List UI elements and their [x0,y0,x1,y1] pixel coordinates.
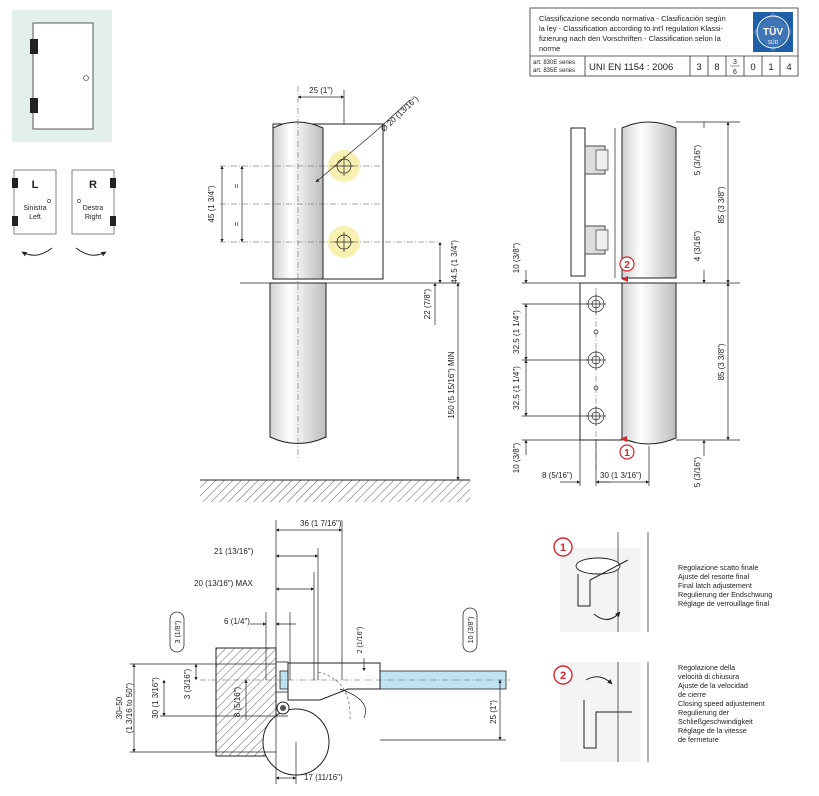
code-4: 6 [733,69,737,76]
closing-speed-7: Schließgeschwindigkeit [678,717,753,726]
right-letter: R [89,179,97,191]
dim-top-width: 25 (1") [309,86,333,95]
dim-p20: 20 (13/16") MAX [194,579,254,588]
orientation-right-icon: R Destra Right [71,169,116,257]
code-6: 1 [768,62,773,73]
closing-speed-1: Regolazione della [678,663,735,672]
dim-p8: 8 (5/16") [233,686,242,717]
dim-p25: 25 (1") [489,700,498,724]
tuv-sud-logo: TÜV SÜD [753,12,793,52]
dim-eq-1: = [232,183,241,188]
dim-r8: 8 (5/16") [542,471,573,480]
code-3: 3 [733,59,737,66]
final-latch-en: Final latch adjustement [678,581,752,590]
dim-p30-50a: 30÷50 [115,696,124,719]
plan-section: 36 (1 7/16") 21 (13/16") 20 (13/16") MAX… [115,519,510,784]
dim-eq-2: = [232,221,241,226]
rotation-arrow-left-icon [21,247,53,257]
closing-speed-3: Ajuste de la velocidad [678,681,748,690]
dim-diameter: Ø 20 (13/16") [379,94,420,133]
final-latch-it: Regolazione scatto finale [678,563,758,572]
adjustment-detail-final-latch: 1 Regolazione scatto finale Ajuste del r… [548,530,772,632]
detail-marker-2: 2 [560,670,566,682]
closing-speed-4: de cierre [678,690,706,699]
dim-r4: 4 (3/16") [693,230,702,261]
dim-22: 22 (7/8") [423,288,432,319]
orientation-left-icon: L Sinistra Left [12,169,57,257]
closing-speed-5: Closing speed adjustement [678,699,765,708]
detail-marker-1: 1 [560,542,566,554]
standard-label: UNI EN 1154 : 2006 [589,62,673,73]
dim-r85-top: 85 (3 3/8") [717,186,726,223]
dim-r5-top: 5 (3/16") [693,144,702,175]
dim-p10: 10 (3/8") [468,617,475,644]
classification-header-2: la ley - Classification according to int… [539,24,724,33]
svg-text:SÜD: SÜD [768,39,779,46]
adjustment-detail-closing-speed: 2 Regolazione della velocità di chiusura… [548,660,765,762]
code-2: 8 [714,62,719,73]
right-label-it: Destra [83,205,104,212]
dim-r10-bot: 10 (3/8") [512,442,521,473]
classification-header-3: fizierung nach den Vorschriften - Classi… [539,34,722,43]
dim-p30: 30 (1 3/16") [151,677,160,719]
left-letter: L [32,179,39,191]
closing-speed-9: de fermeture [678,735,719,744]
code-7: 4 [786,62,791,73]
dim-p3: 3 (1/8") [175,621,182,644]
final-latch-es: Ajuste del resorte final [678,572,750,581]
svg-text:TÜV: TÜV [763,25,783,38]
series-835e: art. 835E series [533,68,575,74]
code-1: 3 [696,62,701,73]
final-latch-de: Regulierung der Endschwung [678,590,772,599]
dim-44-5: 44.5 (1 3/4") [450,240,459,284]
dim-p36: 36 (1 7/16") [300,519,342,528]
dim-r32-b: 32.5 (1 1/4") [512,366,521,410]
dim-r5-bot: 5 (3/16") [693,456,702,487]
final-latch-fr: Réglage de verrouillage final [678,599,770,608]
series-830e: art. 830E series [533,60,575,66]
dim-r85-mid: 85 (3 3/8") [717,343,726,380]
code-5: 0 [750,62,755,73]
dim-p21: 21 (13/16") [214,547,254,556]
closing-speed-6: Regulierung der [678,708,730,717]
door-icon [12,10,112,142]
classification-table: Classificazione secondo normativa - Clas… [529,7,799,77]
closing-speed-8: Réglage de la vitesse [678,726,747,735]
dim-height-45: 45 (1 3/4") [207,185,216,222]
front-view: 25 (1") Ø 20 (13/16") 45 (1 3/4") = = 44… [200,86,470,502]
marker-1: 1 [624,448,630,459]
dim-p30-50b: (1 3/16 to 50") [125,682,134,733]
dim-p6: 6 (1/4") [224,617,250,626]
right-label-en: Right [85,214,101,221]
dim-r10-top: 10 (3/8") [512,242,521,273]
dim-p3-16: 3 (3/16") [183,668,192,699]
rotation-arrow-right-icon [75,247,107,257]
classification-header-1: Classificazione secondo normativa - Clas… [539,14,726,23]
left-label-en: Left [29,214,41,221]
classification-header-4: norme [539,44,560,53]
side-view: 10 (3/8") 32.5 (1 1/4") 32.5 (1 1/4") 10… [512,121,740,487]
closing-speed-2: velocità di chiusura [678,672,739,681]
dim-r30: 30 (1 3/16") [600,471,642,480]
dim-p2: 2 (1/16") [357,627,364,654]
dim-150: 150 (5 15/16") MIN [447,351,456,419]
marker-2: 2 [624,260,630,271]
dim-r32-a: 32.5 (1 1/4") [512,310,521,354]
dim-p17: 17 (11/16") [304,773,343,782]
left-label-it: Sinistra [23,205,46,212]
